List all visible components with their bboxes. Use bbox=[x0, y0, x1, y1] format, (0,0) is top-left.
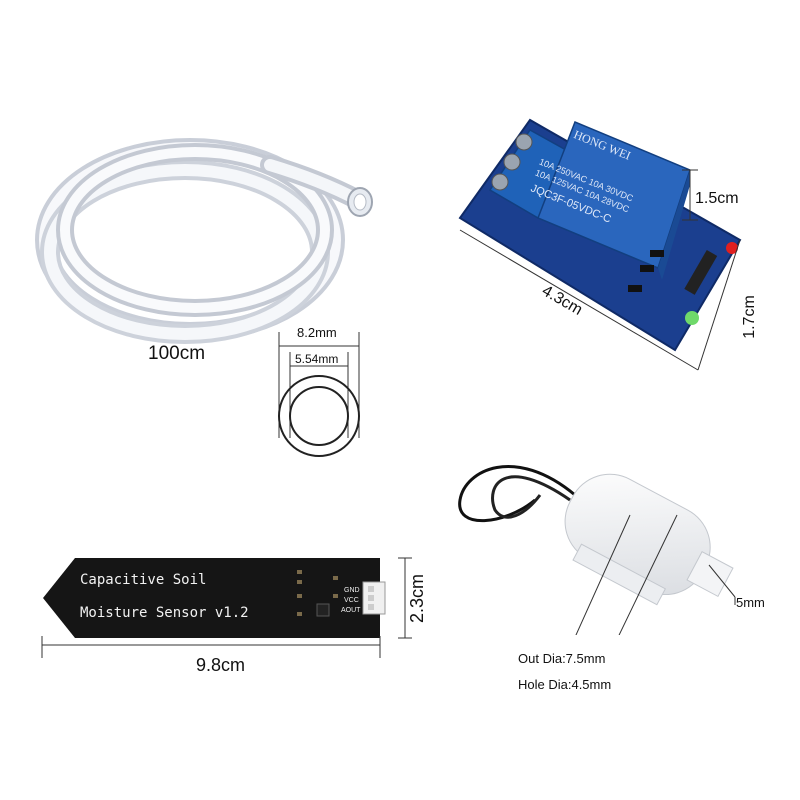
sensor-width-label: 2.3cm bbox=[407, 573, 428, 624]
water-pump-photo bbox=[458, 465, 736, 635]
sensor-title-line-1: Capacitive Soil bbox=[80, 572, 207, 588]
sensor-dimension-lines bbox=[41, 557, 412, 658]
relay-width-label: 1.7cm bbox=[740, 295, 758, 339]
sensor-title-line-2: Moisture Sensor v1.2 bbox=[80, 605, 249, 621]
silicone-tube-photo bbox=[35, 138, 373, 344]
inner-diameter-label: 5.54mm bbox=[295, 352, 339, 366]
soil-sensor-photo bbox=[43, 558, 386, 638]
relay-dimension-lines bbox=[459, 169, 741, 371]
pump-out-dia-label: Out Dia:7.5mm bbox=[518, 651, 606, 666]
pump-outlet-label: 5mm bbox=[736, 595, 765, 610]
sensor-pin-aout-label: AOUT bbox=[341, 607, 361, 614]
relay-module-photo bbox=[458, 118, 742, 352]
pump-hole-dia-label: Hole Dia:4.5mm bbox=[518, 677, 612, 692]
sensor-pin-gnd-label: GND bbox=[344, 587, 360, 594]
tube-cross-section-diagram bbox=[278, 332, 360, 457]
outer-diameter-label: 8.2mm bbox=[297, 325, 337, 340]
relay-height-label: 1.5cm bbox=[695, 190, 739, 207]
sensor-pin-vcc-label: VCC bbox=[344, 597, 359, 604]
tube-length-label: 100cm bbox=[148, 343, 206, 364]
sensor-length-label: 9.8cm bbox=[196, 655, 246, 675]
